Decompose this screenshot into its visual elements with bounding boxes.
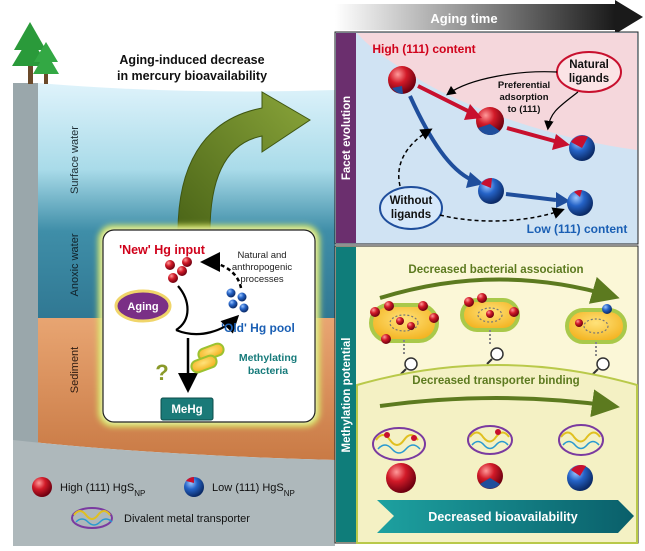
aging-time-arrowhead-icon: [615, 0, 643, 34]
sphere-low-1: [478, 177, 504, 204]
magnifier-icon: [592, 342, 610, 375]
sphere-high-3: [569, 135, 595, 161]
bioavailability-arrow: [377, 500, 634, 533]
bacterial-association-arrow: [379, 276, 620, 304]
zone-label-anoxic: Anoxic water: [69, 233, 81, 296]
sphere-transporter-2: [477, 463, 503, 489]
legend-low-sphere-icon: [184, 477, 204, 497]
tree-icon: [12, 22, 59, 84]
without-ligands-line1: Without: [390, 195, 433, 207]
transporter-protein-icon: [71, 507, 113, 529]
without-ligand-arrow-2: [439, 207, 565, 222]
left-title-line1: Aging-induced decrease: [119, 53, 264, 67]
aging-time-bar: [335, 4, 615, 30]
ligand-arrow-2: [544, 91, 579, 131]
bacterium-cell-1: [369, 301, 439, 344]
natural-ligands-line1: Natural: [569, 59, 609, 71]
cycle-box: [102, 229, 316, 423]
new-hg-label: 'New' Hg input: [119, 243, 206, 257]
high-content-label: High (111) content: [372, 42, 475, 56]
magnifier-icon: [486, 330, 504, 365]
new-hg-particle: [165, 260, 175, 270]
preferential-line3: to (111): [508, 104, 541, 115]
natural-ligands-line2: ligands: [569, 73, 609, 85]
to-old-pool-arrow: [175, 314, 240, 336]
bacterial-association-label: Decreased bacterial association: [408, 264, 583, 276]
zone-label-surface: Surface water: [69, 126, 81, 194]
natural-processes-line1: Natural and: [237, 250, 286, 261]
legend-high-text: High (111) HgSNP: [60, 482, 145, 498]
red-arrow-1: [417, 84, 471, 114]
transporter-protein-icon: [558, 424, 604, 456]
new-hg-particle: [182, 257, 192, 267]
without-ligands-line2: ligands: [391, 209, 431, 221]
preferential-line1: Preferential: [498, 80, 550, 91]
natural-processes-line2: anthropogenic: [232, 262, 292, 273]
magnifier-icon: [400, 340, 418, 375]
left-title-line2: in mercury bioavailability: [117, 69, 267, 83]
transporter-binding-arrow: [379, 389, 620, 418]
sphere-transporter-1: [386, 463, 416, 493]
facet-side-bar: [336, 33, 356, 243]
methylation-side-bar: [336, 247, 356, 542]
new-hg-particle: [177, 266, 187, 276]
ligand-arrow-1: [446, 71, 558, 96]
old-hg-particle: [226, 288, 236, 298]
sphere-high-2: [476, 107, 504, 136]
legend-transporter-text: Divalent metal transporter: [124, 513, 250, 525]
left-panel: Aging-induced decrease in mercury bioava…: [12, 22, 335, 546]
natural-processes-line3: processes: [240, 274, 284, 285]
transporter-protein-icon: [372, 427, 426, 461]
legend-low-text: Low (111) HgSNP: [212, 482, 295, 498]
preferential-line2: adsorption: [499, 92, 548, 103]
blue-arrow-2: [505, 192, 557, 202]
bioavailability-label: Decreased bioavailability: [428, 510, 577, 524]
aging-label: Aging: [127, 301, 158, 313]
sphere-transporter-3: [567, 465, 593, 491]
sphere-low-2: [567, 189, 593, 216]
methylating-line2: bacteria: [248, 365, 288, 377]
bacterium-cell-2: [460, 293, 520, 332]
sphere-high-1: [388, 66, 416, 94]
recycle-arrow: [200, 252, 243, 289]
aging-node: [114, 289, 172, 323]
bacterium-cell-3: [565, 304, 627, 344]
without-ligands-bubble: [379, 186, 443, 230]
blue-arrow-1: [408, 95, 473, 182]
mehg-box: [160, 397, 214, 421]
old-hg-particle: [228, 299, 238, 309]
legend: High (111) HgSNP Low (111) HgSNP Divalen…: [32, 477, 295, 529]
old-hg-label: 'Old' Hg pool: [221, 321, 295, 335]
new-hg-particle: [168, 273, 178, 283]
old-hg-particle: [239, 303, 249, 313]
legend-high-sphere-icon: [32, 477, 52, 497]
methylating-line1: Methylating: [239, 352, 297, 364]
red-arrow-2: [506, 126, 559, 144]
aging-big-arrow-icon: [177, 91, 311, 233]
aging-time-label: Aging time: [430, 11, 497, 26]
facet-evolution-label: Facet evolution: [341, 96, 353, 180]
low-content-label: Low (111) content: [527, 222, 628, 236]
methylation-potential-label: Methylation potential: [341, 338, 353, 453]
mehg-label: MeHg: [171, 404, 202, 416]
bacteria-icon: [190, 342, 225, 374]
right-panel: Aging time Facet evolution High (111) co…: [334, 0, 643, 544]
question-mark: ?: [155, 360, 168, 385]
transporter-protein-icon: [467, 425, 513, 455]
natural-ligands-bubble: [556, 51, 622, 93]
old-hg-particle: [237, 292, 247, 302]
transporter-binding-label: Decreased transporter binding: [412, 375, 579, 387]
aging-arc: [175, 285, 189, 331]
zone-label-sediment: Sediment: [69, 347, 81, 393]
without-ligand-arrow-1: [398, 128, 433, 187]
